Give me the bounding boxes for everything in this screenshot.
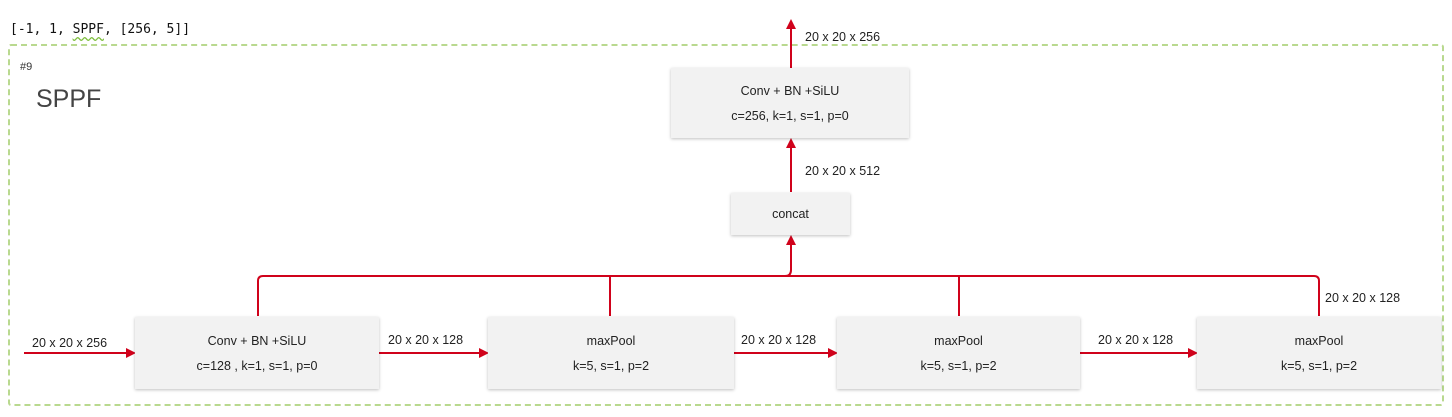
- pool3-branch-shape-label: 20 x 20 x 128: [1325, 291, 1401, 305]
- pool1-to-pool2-shape-label: 20 x 20 x 128: [741, 333, 817, 347]
- concat-out-shape-label: 20 x 20 x 512: [805, 164, 881, 178]
- module-name: SPPF: [72, 22, 104, 37]
- maxpool-3-node: maxPool k=5, s=1, p=2: [1197, 317, 1441, 389]
- pool2-to-pool3-shape-label: 20 x 20 x 128: [1098, 333, 1174, 347]
- output-shape-label: 20 x 20 x 256: [805, 30, 881, 44]
- input-shape-label: 20 x 20 x 256: [32, 336, 108, 350]
- maxpool-1-node: maxPool k=5, s=1, p=2: [488, 317, 734, 389]
- concat-node: concat: [731, 193, 850, 235]
- branch-bus: [257, 275, 1320, 316]
- conv-bn-silu-input-node: Conv + BN +SiLU c=128 , k=1, s=1, p=0: [135, 317, 379, 389]
- block-index: #9: [20, 61, 33, 73]
- block-title: SPPF: [36, 85, 102, 113]
- bus-to-concat: [784, 235, 796, 277]
- conv-to-pool1-shape-label: 20 x 20 x 128: [388, 333, 464, 347]
- conv-bn-silu-output-node: Conv + BN +SiLU c=256, k=1, s=1, p=0: [671, 68, 909, 138]
- maxpool-2-node: maxPool k=5, s=1, p=2: [837, 317, 1080, 389]
- block-frame: [8, 44, 1444, 406]
- module-config: [-1, 1, SPPF, [256, 5]]: [10, 22, 191, 37]
